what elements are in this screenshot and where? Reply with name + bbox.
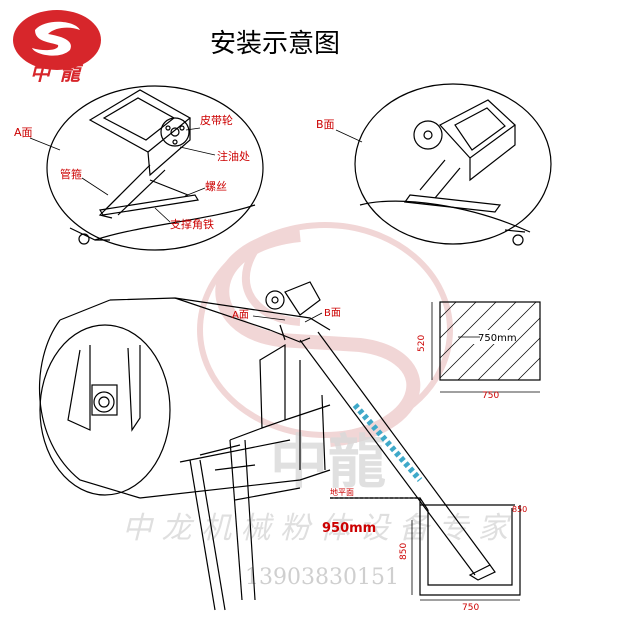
watermark-slogan: 中 龙 机 械 粉 体 设 备 专 家 bbox=[122, 511, 512, 546]
oil-inlet-label: 注油处 bbox=[217, 149, 250, 163]
pipe-hoop-label: 管箍 bbox=[60, 167, 82, 181]
a-face-detail bbox=[46, 85, 264, 251]
top-pulley-icon bbox=[265, 290, 285, 310]
page-title: 安装示意图 bbox=[210, 29, 340, 59]
a-face-small-label: A面 bbox=[232, 310, 249, 321]
main-annotations: A面 B面 bbox=[232, 308, 341, 323]
belt-pulley-label: 皮带轮 bbox=[200, 113, 233, 127]
watermark: 中龍 中 龙 机 械 粉 体 设 备 专 家 13903830151 bbox=[122, 222, 512, 590]
watermark-logo-icon bbox=[197, 222, 453, 447]
screw-flight-icon bbox=[352, 403, 423, 482]
belt-pulley-icon bbox=[160, 117, 190, 147]
box-height-label: 520 bbox=[417, 335, 427, 352]
mixer-machine bbox=[38, 281, 331, 611]
drum-detail-circle bbox=[39, 324, 171, 496]
b-face-detail bbox=[354, 83, 552, 246]
shaft-bearing-icon bbox=[93, 391, 115, 413]
ground-line-label: 地平面 bbox=[330, 487, 354, 497]
pit-depth-label: 850 bbox=[399, 543, 409, 560]
pit-annotations: 地平面 950mm 850 850 750 bbox=[322, 487, 527, 613]
logo-text: 中龍 bbox=[30, 61, 90, 85]
b-face-annotations: B面 bbox=[316, 118, 363, 143]
distance-label: 950mm bbox=[322, 521, 376, 536]
brand-logo: 中龍 bbox=[13, 10, 101, 85]
dragon-logo-icon bbox=[13, 10, 101, 70]
screw-label: 螺丝 bbox=[205, 180, 227, 193]
b-face-small-label: B面 bbox=[324, 308, 341, 319]
pit-side-label: 850 bbox=[512, 505, 527, 514]
support-angle-label: 支撑角铁 bbox=[170, 217, 214, 231]
a-face-label: A面 bbox=[14, 126, 33, 139]
inner-width-label: 750mm bbox=[478, 333, 517, 344]
watermark-phone: 13903830151 bbox=[245, 565, 399, 590]
a-face-annotations: A面 皮带轮 注油处 管箍 螺丝 支撑角铁 bbox=[14, 113, 250, 231]
pit-bottom-label: 750 bbox=[462, 603, 479, 613]
a-face-detail-circle bbox=[46, 85, 264, 251]
b-face-pulley-icon bbox=[413, 120, 443, 150]
b-face-label: B面 bbox=[316, 118, 335, 131]
b-face-detail-circle bbox=[354, 83, 552, 245]
watermark-brand: 中龍 bbox=[270, 428, 386, 496]
pit bbox=[330, 497, 521, 601]
box-width-label: 750 bbox=[482, 391, 499, 401]
dimension-box: 750mm 520 750 bbox=[417, 301, 541, 401]
screw-conveyor bbox=[299, 331, 496, 581]
